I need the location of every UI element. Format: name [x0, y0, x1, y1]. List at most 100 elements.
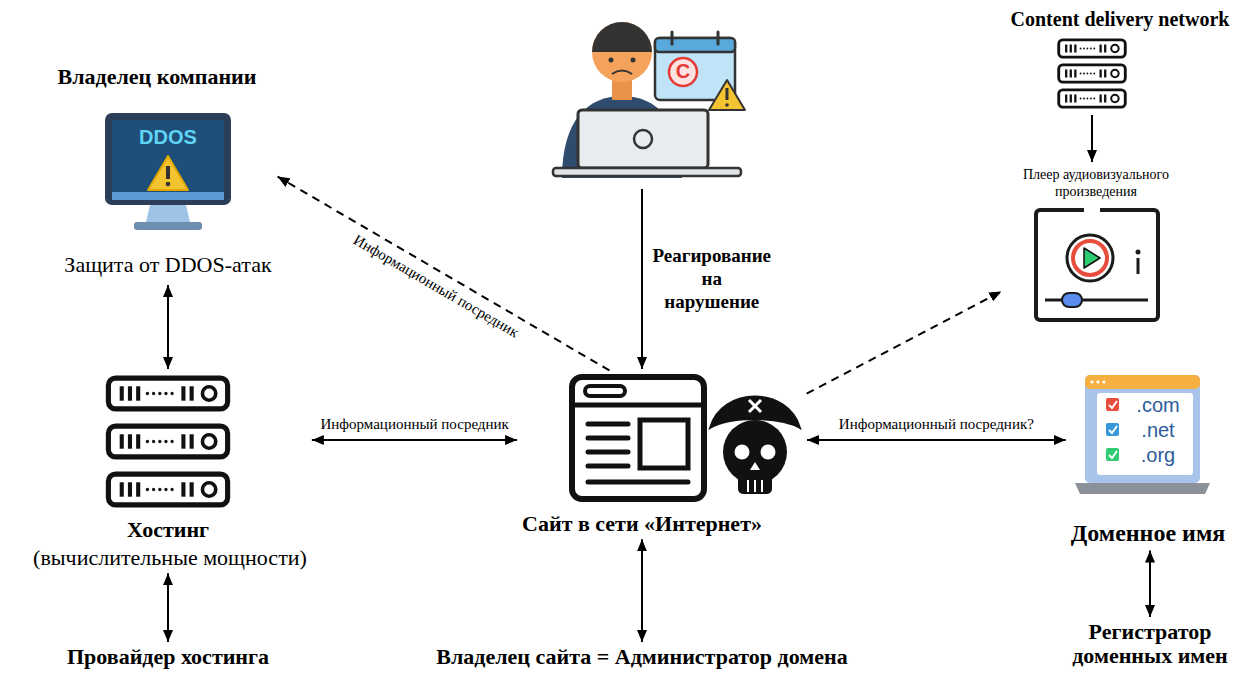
hosting-server-icon [108, 426, 227, 457]
pirate-skull-icon [749, 400, 761, 412]
video-player-icon [1084, 208, 1100, 213]
video-player-icon [1045, 299, 1148, 302]
website-icon [588, 480, 688, 485]
domain-laptop-icon [1106, 448, 1119, 461]
website-icon [588, 436, 628, 441]
edge-label: Информационный посредник [317, 415, 511, 433]
actor-group: Владелец компанииDDOS Защита от DDOS-атак [56, 64, 275, 282]
person-illustration [553, 22, 745, 178]
monitor-icon [134, 222, 202, 230]
dashed-connector [807, 291, 1002, 393]
connector-arrow [1091, 115, 1093, 162]
pirate-skull-icon [747, 480, 749, 492]
monitor-icon [166, 182, 171, 187]
node-heading: Сайт в сети «Интернет» [522, 511, 762, 536]
node-caption: Плеер аудиовизуального произведения [1006, 167, 1186, 201]
pirate-skull-icon [749, 400, 761, 412]
website-icon [588, 422, 628, 427]
person-illustration [609, 58, 614, 63]
connector-arrow [1149, 551, 1151, 617]
domain-laptop-icon [1106, 398, 1119, 411]
person-illustration [553, 168, 741, 176]
person-illustration [631, 58, 636, 63]
domain-zone: .org [1141, 444, 1175, 467]
domain-laptop-icon [1109, 426, 1117, 433]
domain-laptop-icon [1075, 375, 1210, 494]
website-icon [572, 377, 704, 499]
person-illustration [709, 80, 745, 110]
actor-name: Владелец сайта = Администратор домена [436, 645, 847, 669]
domain-zone: .com [1136, 394, 1179, 417]
node-caption: Защита от DDOS-атак [64, 252, 271, 277]
domain-laptop-icon [1085, 375, 1200, 483]
monitor-icon [105, 113, 231, 230]
domain-laptop-icon [1106, 423, 1119, 436]
actor-label: Провайдер хостинга [60, 645, 276, 671]
edge-label: Реагирование на нарушение [650, 245, 775, 313]
pirate-skull-icon [735, 445, 750, 460]
screen-label: DDOS [139, 126, 197, 149]
person-illustration [671, 32, 674, 44]
domain-laptop-icon [1075, 483, 1210, 494]
domain-laptop-icon [1085, 375, 1200, 389]
person-illustration [726, 88, 729, 100]
video-player-icon [1073, 241, 1107, 275]
website-icon [588, 450, 628, 455]
actor-label: Владелец сайта = Администратор домена [420, 645, 864, 671]
person-illustration [634, 130, 652, 148]
edge-label: Информационный посредник? [836, 415, 1037, 433]
pirate-skull-icon [761, 445, 776, 460]
website-icon [640, 420, 688, 468]
person-illustration [725, 103, 729, 107]
connector-arrow [312, 439, 517, 441]
cdn-server-icon [1059, 40, 1126, 57]
group-heading: Владелец компании [58, 64, 257, 89]
pirate-skull-icon [750, 462, 760, 470]
website-icon [572, 377, 704, 499]
website-icon [572, 403, 704, 408]
domain-laptop-icon [1090, 380, 1093, 383]
video-player-icon [1067, 235, 1113, 281]
monitor-icon [148, 156, 188, 190]
domain-laptop-icon [1109, 451, 1117, 458]
dashed-connector [278, 177, 610, 371]
cdn-server-icon [1059, 40, 1126, 107]
hosting-server-icon [108, 474, 227, 505]
cdn-node: Content delivery network [1009, 6, 1235, 112]
video-player-icon [1036, 210, 1158, 320]
hosting-server-icon [108, 378, 227, 409]
person-illustration [578, 110, 708, 168]
actor-label: Регистратор доменных имен [1063, 620, 1237, 670]
connector-arrow [167, 573, 169, 642]
pirate-skull-icon [738, 470, 772, 494]
domain-node: .com.net.orgДоменное имя [1069, 372, 1228, 548]
domain-zone: .net [1141, 419, 1174, 442]
user-illustration: C [548, 4, 748, 186]
node-heading: Content delivery network [1011, 8, 1230, 31]
actor-name: Регистратор доменных имен [1065, 620, 1235, 668]
pirate-skull-icon [761, 480, 763, 492]
pirate-skull-icon [710, 397, 800, 495]
node-caption: (вычислительные мощности) [33, 545, 307, 570]
pirate-skull-icon [754, 480, 756, 492]
video-player-icon [1084, 248, 1100, 268]
person-illustration [612, 71, 632, 75]
connector-arrow [807, 439, 1066, 441]
connector-arrow [167, 285, 169, 369]
node-heading: Хостинг [127, 517, 209, 542]
hosting-server-icon [108, 378, 227, 505]
node-heading: Доменное имя [1071, 520, 1226, 548]
person-illustration [669, 58, 697, 86]
website-icon [585, 386, 625, 396]
domain-laptop-icon [1097, 393, 1193, 475]
player-node: Плеер аудиовизуального произведения [1004, 165, 1188, 323]
website-node: Сайт в сети «Интернет» [520, 372, 804, 536]
person-illustration [592, 22, 652, 82]
video-player-icon [1136, 250, 1141, 255]
video-player-icon [1062, 293, 1082, 307]
monitor-icon [166, 166, 170, 179]
person-illustration [655, 38, 735, 52]
cdn-server-icon [1059, 90, 1126, 107]
